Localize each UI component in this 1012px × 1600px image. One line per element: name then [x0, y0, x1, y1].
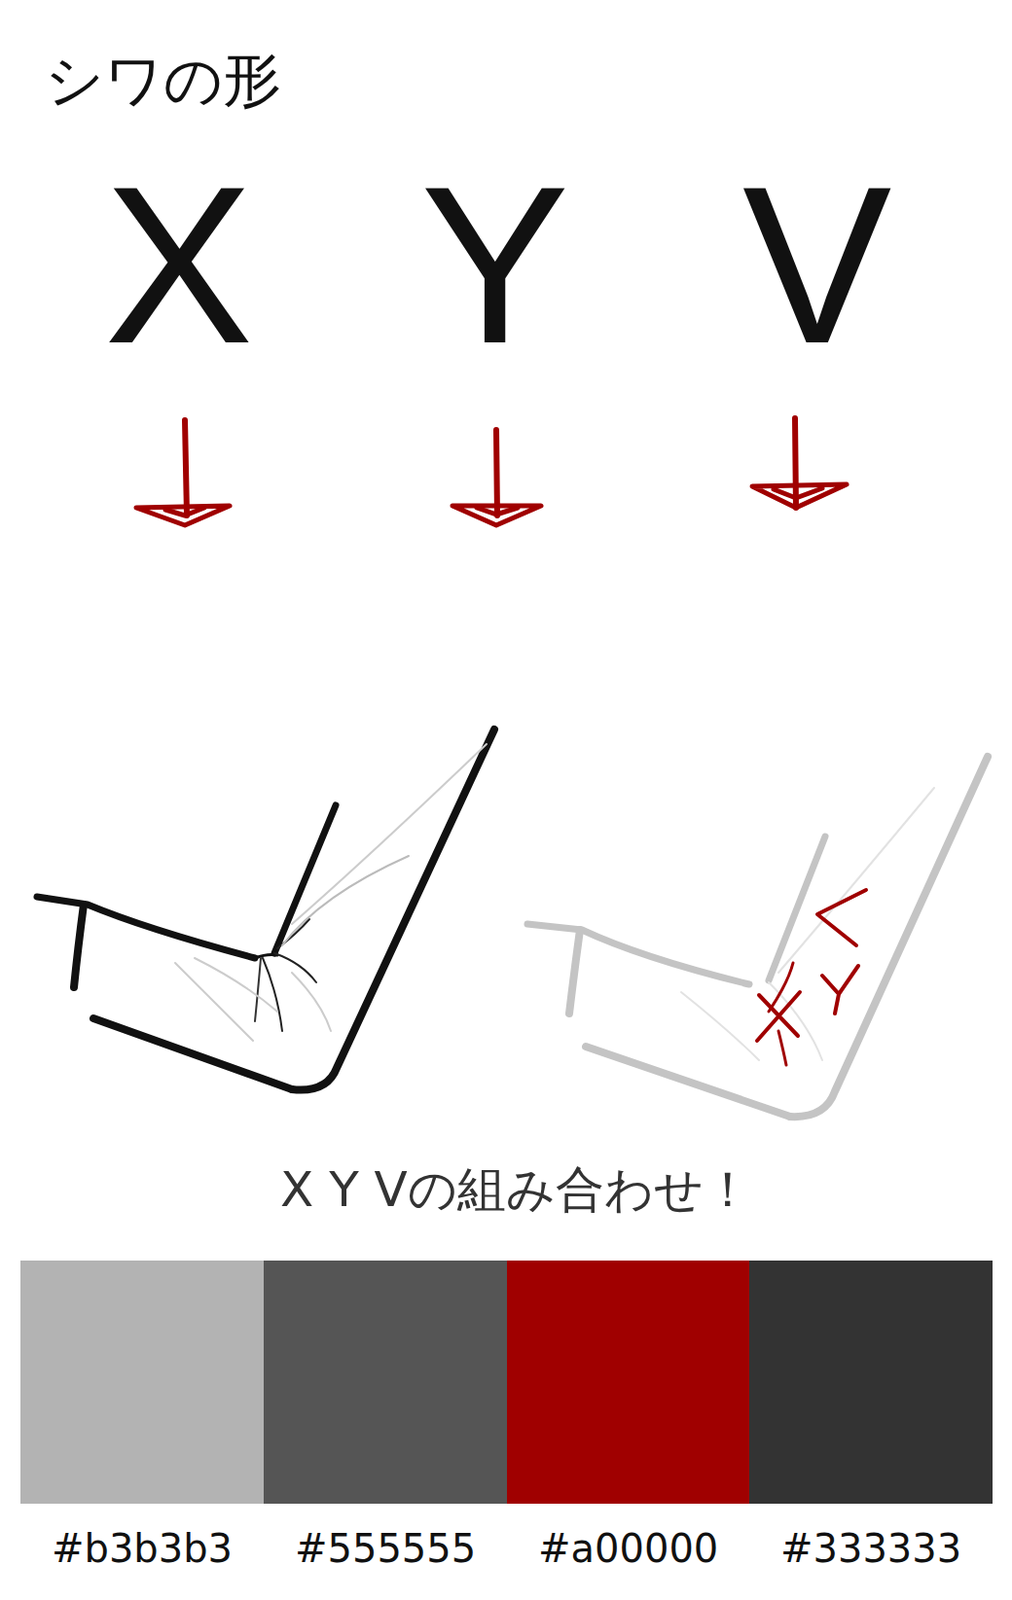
sleeve-sketch-annotated — [527, 757, 988, 1118]
color-code: #a00000 — [538, 1529, 719, 1569]
wrinkle-letter: V — [742, 153, 892, 378]
color-swatch — [263, 1261, 507, 1505]
wrinkle-letter: X — [104, 153, 253, 378]
title: シワの形 — [44, 50, 282, 109]
color-swatch — [749, 1261, 993, 1505]
down-arrows — [136, 418, 847, 526]
sleeve-sketch — [36, 729, 495, 1091]
color-code: #333333 — [780, 1529, 962, 1569]
color-code: #b3b3b3 — [51, 1529, 233, 1569]
color-swatch — [20, 1261, 264, 1505]
color-swatch — [506, 1261, 751, 1505]
caption: X Y Vの組み合わせ！ — [280, 1165, 753, 1215]
color-code: #555555 — [294, 1529, 476, 1569]
wrinkle-letter: Y — [420, 153, 570, 378]
